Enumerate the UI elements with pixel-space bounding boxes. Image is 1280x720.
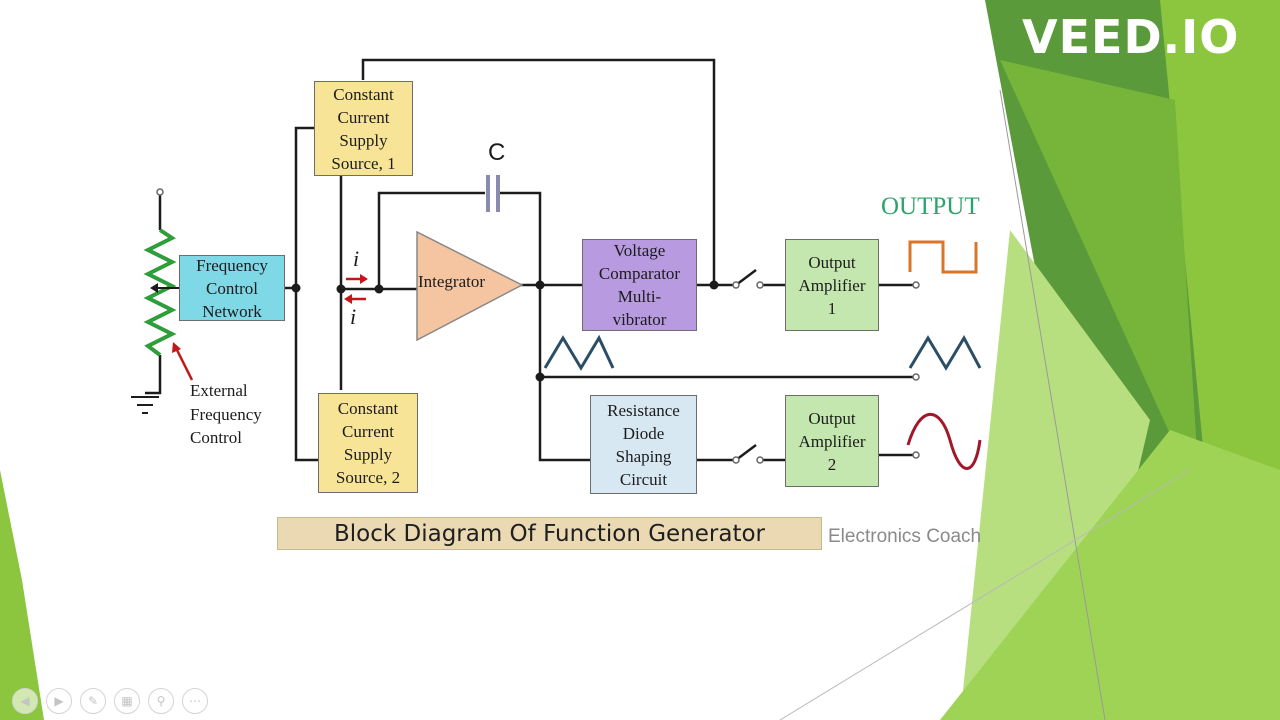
junction-dot: [535, 280, 545, 290]
integrator-triangle: [416, 230, 524, 342]
triangle-wave-icon: [908, 334, 982, 371]
external-frequency-control-label: External Frequency Control: [190, 381, 262, 447]
integrator-triangle-wave-icon: [543, 334, 615, 371]
sine-wave-icon: [906, 412, 982, 470]
zoom-icon[interactable]: ⚲: [148, 688, 174, 714]
slideshow-toolbar: ◀ ▶ ✎ ▦ ⚲ ⋯: [12, 688, 208, 714]
resistance-diode-shaping-block: Resistance Diode Shaping Circuit: [590, 395, 697, 494]
integrator-label: Integrator: [418, 272, 486, 291]
pen-icon[interactable]: ✎: [80, 688, 106, 714]
current-arrow-2-head: [344, 294, 352, 304]
switch-terminal: [756, 456, 764, 464]
deco-line: [999, 89, 1106, 720]
current-label-top: i: [353, 246, 360, 271]
capacitor-right-wire: [500, 191, 590, 462]
deco-green-bottom: [940, 430, 1280, 720]
next-icon[interactable]: ▶: [46, 688, 72, 714]
capacitor-left-wire: [377, 191, 485, 289]
capacitor-label: C: [488, 139, 506, 166]
output-amplifier-1-block: Output Amplifier 1: [785, 239, 879, 331]
switch-terminal: [756, 281, 764, 289]
frequency-control-network-block: Frequency Control Network: [179, 255, 285, 321]
resistor-zigzag: [143, 228, 177, 357]
constant-current-source-1-block: Constant Current Supply Source, 1: [314, 81, 413, 176]
switch2-blade: [735, 444, 757, 461]
output-terminal: [912, 373, 920, 381]
junction-dot: [709, 280, 719, 290]
switch1-blade: [735, 269, 757, 286]
deco-line-2: [779, 469, 1191, 720]
wiper-arrow: [150, 283, 158, 293]
external-control-arrow: [174, 347, 194, 381]
more-icon[interactable]: ⋯: [182, 688, 208, 714]
prev-icon[interactable]: ◀: [12, 688, 38, 714]
external-control-arrow-head: [172, 342, 181, 353]
voltage-comparator-block: Voltage Comparator Multi- vibrator: [582, 239, 697, 331]
current-label-bottom: i: [350, 304, 357, 329]
ccs1-feed-wire: [294, 126, 318, 462]
ground-wire: [145, 355, 162, 395]
output-title: OUTPUT: [881, 193, 980, 220]
junction-dot: [291, 283, 301, 293]
current-arrow-1-head: [360, 274, 368, 284]
feedback-wire: [361, 58, 716, 285]
diagram-caption: Block Diagram Of Function Generator: [277, 517, 822, 550]
output-amplifier-2-block: Output Amplifier 2: [785, 395, 879, 487]
square-wave-icon: [908, 240, 978, 274]
switch-terminal: [732, 281, 740, 289]
junction-dot: [374, 284, 384, 294]
deco-green-left: [0, 470, 44, 720]
ground-icon: [131, 396, 159, 414]
output-terminal: [912, 281, 920, 289]
deco-green-mid: [1000, 60, 1200, 500]
constant-current-source-2-block: Constant Current Supply Source, 2: [318, 393, 418, 493]
credit-text: Electronics Coach: [828, 526, 982, 547]
junction-dot: [535, 372, 545, 382]
switch-terminal: [732, 456, 740, 464]
output-terminal: [912, 451, 920, 459]
pot-terminal: [156, 188, 164, 196]
junction-dot: [336, 284, 346, 294]
watermark-logo: VEED.IO: [1022, 10, 1240, 64]
slides-icon[interactable]: ▦: [114, 688, 140, 714]
